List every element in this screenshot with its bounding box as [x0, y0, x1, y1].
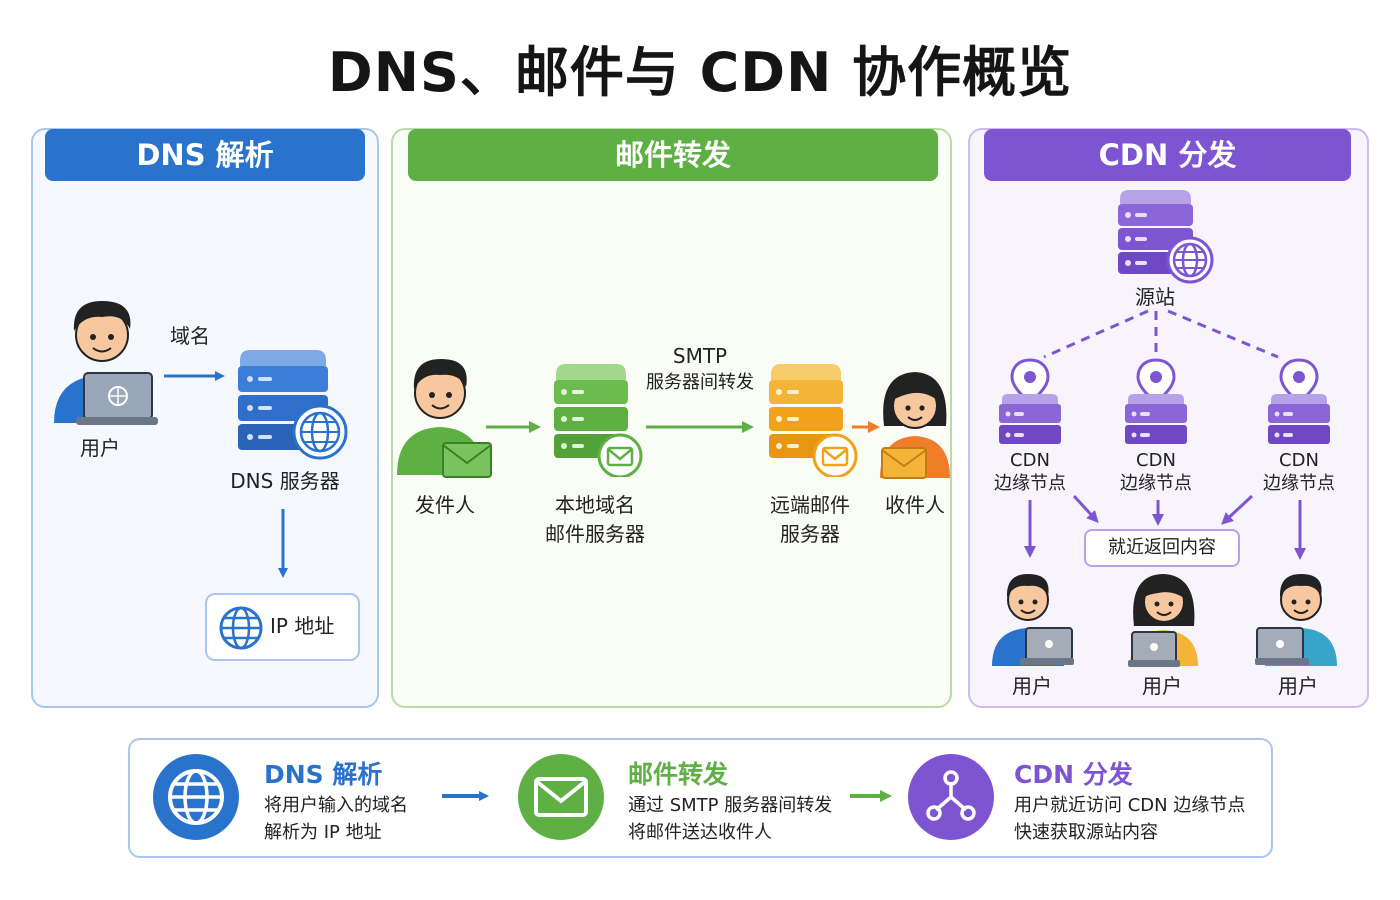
summary-bar: [128, 738, 1273, 858]
cdn-panel-header: CDN 分发: [984, 129, 1351, 181]
origin-distribution-lines: [1043, 309, 1279, 359]
origin-server-icon: [1118, 190, 1214, 284]
summary-arrow-2: [850, 790, 892, 802]
smtp-label: SMTP: [672, 344, 728, 368]
ip-address-label: IP 地址: [270, 614, 335, 638]
dns-user-label: 用户: [80, 436, 120, 460]
summary-cdn-title: CDN 分发: [1014, 760, 1133, 789]
remote-to-recipient-arrow: [852, 421, 880, 433]
sender-to-local-arrow: [486, 421, 541, 433]
origin-label: 源站: [1135, 285, 1175, 309]
edge-node-icon: [999, 358, 1061, 444]
location-pin-icon: [1279, 358, 1319, 404]
remote-mail-server-icon: [769, 364, 858, 477]
dns-server-label: DNS 服务器: [230, 469, 340, 493]
local-mail-server-label-1: 本地域名: [555, 493, 635, 517]
nearby-return-box: 就近返回内容: [1084, 529, 1240, 567]
dns-server-icon: [238, 350, 348, 460]
edge-node-2-label-1: CDN: [1136, 450, 1176, 471]
globe-icon: [292, 404, 348, 460]
summary-cdn-desc-2: 快速获取源站内容: [1014, 822, 1158, 843]
envelope-icon: [442, 442, 492, 478]
globe-icon: [1166, 236, 1214, 284]
envelope-icon: [597, 433, 643, 477]
summary-dns-title: DNS 解析: [264, 760, 383, 789]
edge-node-1-label-2: 边缘节点: [994, 473, 1066, 494]
smtp-relay-label: 服务器间转发: [646, 372, 754, 393]
summary-dns-desc-1: 将用户输入的域名: [264, 795, 408, 816]
smtp-relay-arrow: [646, 421, 754, 433]
local-mail-server-label-2: 邮件服务器: [545, 522, 645, 546]
user-icon: [54, 301, 158, 425]
summary-cdn-desc-1: 用户就近访问 CDN 边缘节点: [1014, 795, 1246, 816]
edge-node-3-label-2: 边缘节点: [1263, 473, 1335, 494]
envelope-icon: [812, 433, 858, 477]
summary-mail-desc-1: 通过 SMTP 服务器间转发: [628, 795, 833, 816]
domain-arrow-label: 域名: [170, 324, 210, 348]
remote-mail-server-label-1: 远端邮件: [770, 493, 850, 517]
summary-dns-desc-2: 解析为 IP 地址: [264, 822, 382, 843]
edge-node-2-label-2: 边缘节点: [1120, 473, 1192, 494]
edge-node-icon: [1268, 358, 1330, 444]
summary-mail-title: 邮件转发: [628, 760, 729, 789]
summary-mail-badge: [518, 754, 604, 840]
envelope-icon: [534, 777, 588, 817]
user-icon: [992, 574, 1074, 666]
share-icon: [926, 770, 976, 821]
laptop-icon: [1128, 631, 1180, 667]
remote-mail-server-label-2: 服务器: [780, 522, 840, 546]
laptop-icon: [1255, 627, 1309, 665]
local-mail-server-icon: [554, 364, 643, 477]
laptop-icon: [1020, 627, 1074, 665]
cdn-user-2-label: 用户: [1142, 674, 1182, 698]
edge-node-3-label-1: CDN: [1279, 450, 1319, 471]
page-title: DNS、邮件与 CDN 协作概览: [327, 41, 1073, 104]
globe-icon: [219, 606, 263, 650]
cdn-user-1-label: 用户: [1012, 674, 1052, 698]
user-icon: [1128, 574, 1198, 667]
laptop-icon: [76, 372, 158, 425]
dns-panel-header: DNS 解析: [45, 129, 365, 181]
recipient-icon: [880, 372, 950, 479]
envelope-icon: [881, 447, 927, 479]
summary-mail-desc-2: 将邮件送达收件人: [628, 822, 772, 843]
cdn-return-arrows: [1024, 494, 1306, 560]
cdn-user-3-label: 用户: [1278, 674, 1318, 698]
sender-label: 发件人: [415, 493, 475, 517]
edge-node-1-label-1: CDN: [1010, 450, 1050, 471]
domain-arrow: [164, 371, 225, 381]
sender-icon: [397, 359, 492, 478]
mail-panel-header: 邮件转发: [408, 129, 938, 181]
summary-arrow-1: [442, 791, 489, 801]
mail-panel: [391, 128, 952, 708]
edge-node-icon: [1125, 358, 1187, 444]
resolve-arrow: [278, 509, 288, 578]
globe-icon: [168, 769, 224, 825]
recipient-label: 收件人: [885, 493, 945, 517]
user-icon: [1255, 574, 1337, 666]
